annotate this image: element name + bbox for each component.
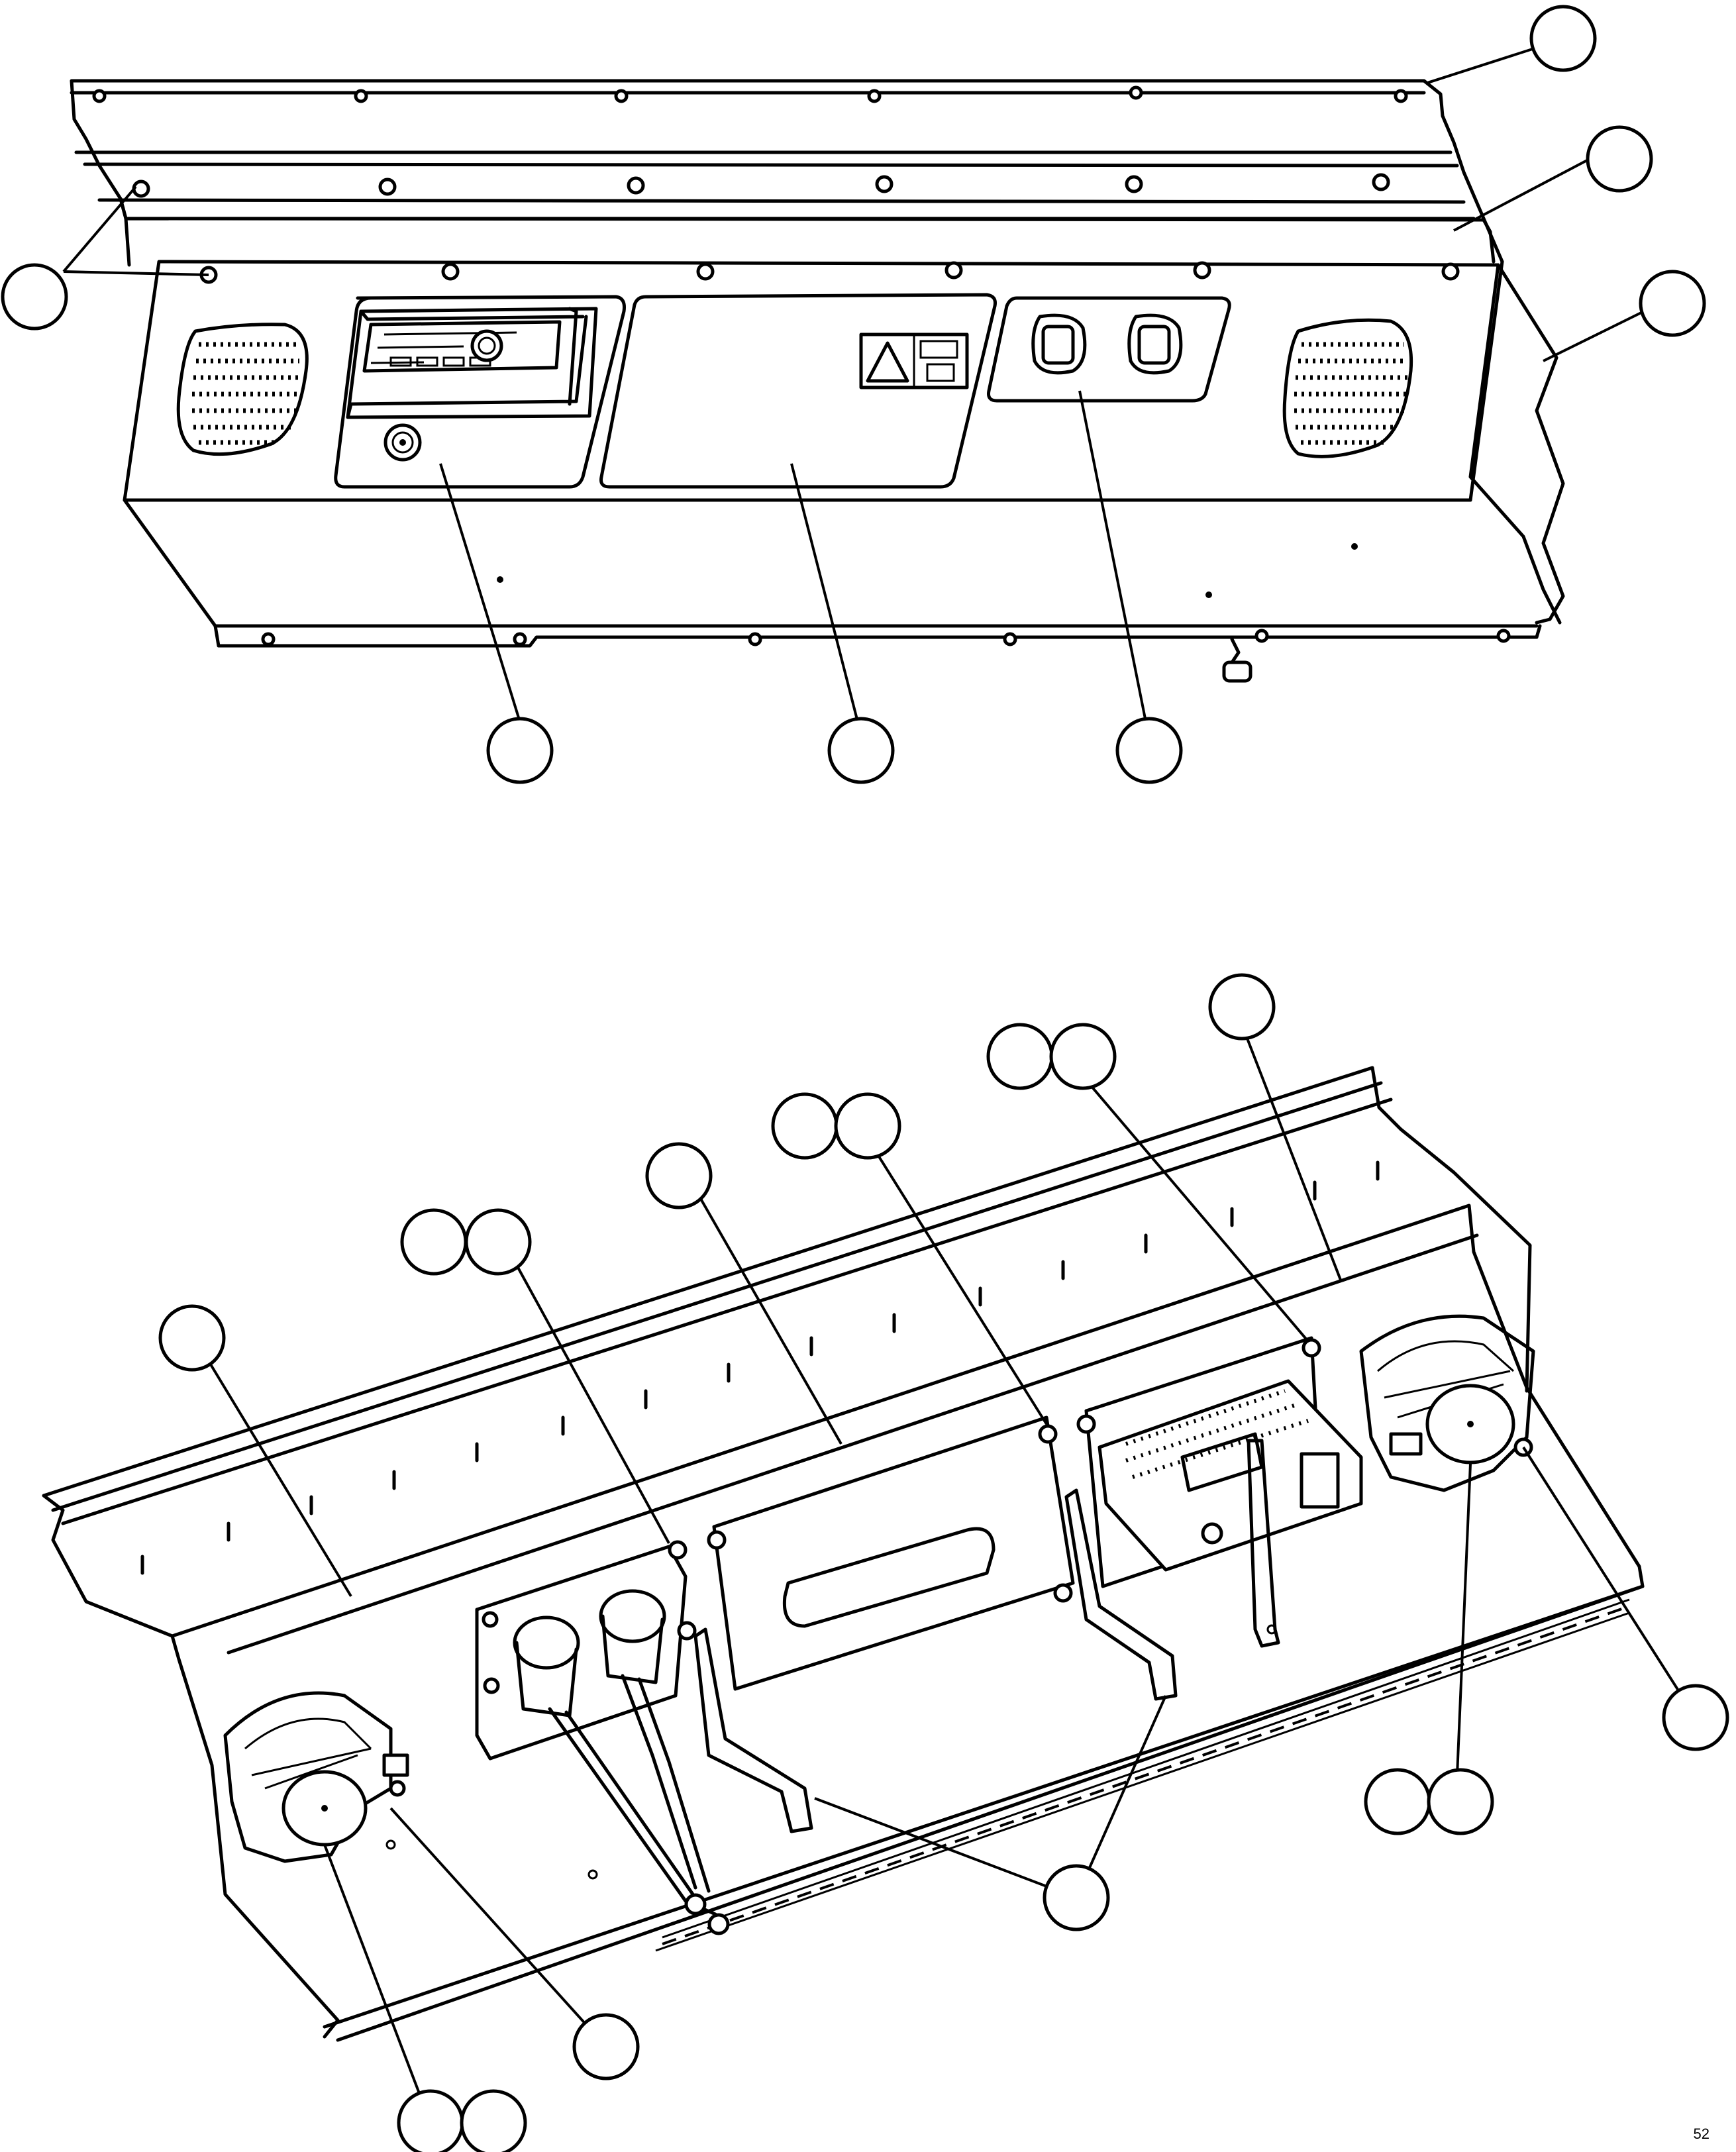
upper-screws: [92, 85, 1511, 646]
callout-balloon: [827, 717, 895, 784]
callout-balloon: [1639, 270, 1706, 337]
hinge: [655, 1598, 1630, 1952]
rocker-switch-left-icon: [1031, 313, 1087, 375]
speaker-grille-left: [176, 323, 309, 456]
radio-panel: [334, 295, 626, 489]
callout-balloon: [1427, 1768, 1494, 1835]
figure-number: 52: [1693, 2126, 1710, 2142]
right-side-panel: [1496, 263, 1565, 625]
rocker-switch-right-icon: [1127, 313, 1183, 375]
callout-balloon: [1049, 1023, 1117, 1090]
cover-plate-with-handle: [712, 1415, 1075, 1691]
callout-balloon: [400, 1208, 468, 1276]
speaker-right: [1359, 1314, 1535, 1492]
antenna-lead: [1222, 637, 1252, 683]
callout-balloon: [771, 1092, 839, 1160]
mounting-studs: [140, 1160, 1380, 1575]
callout-balloon: [645, 1142, 713, 1209]
lower-fasteners: [385, 1338, 1533, 1880]
callout-balloon: [464, 1208, 532, 1276]
callout-balloon: [397, 2089, 464, 2152]
callout-balloon: [834, 1092, 901, 1160]
top-flange: [70, 79, 1504, 264]
speaker-left: [223, 1691, 409, 1863]
aux-jack: [383, 423, 422, 462]
warning-label-icon: [859, 333, 969, 389]
front-face: [123, 260, 1562, 625]
bottom-lip: [123, 498, 1542, 648]
cd-player-chassis: [1084, 1336, 1363, 1648]
console-underside: [170, 1204, 1645, 2042]
callout-balloon: [1529, 5, 1597, 72]
top-flange-edge: [70, 91, 1459, 168]
callout-balloon: [1, 263, 68, 331]
callout-balloon: [1115, 717, 1183, 784]
callout-balloon: [986, 1023, 1054, 1090]
callout-balloon: [460, 2089, 527, 2152]
callout-balloon: [1662, 1684, 1729, 1751]
radio-cd-unit: [346, 307, 598, 419]
upper-console-view: [1, 5, 1706, 784]
callout-balloon: [486, 717, 554, 784]
rocker-switch-panel: [987, 296, 1231, 403]
callout-balloon: [1586, 125, 1653, 193]
volume-knob-icon: [470, 329, 503, 362]
switch-bodies: [475, 1545, 730, 1935]
callout-balloon: [158, 1304, 226, 1372]
mounting-brackets: [693, 1488, 1178, 1833]
callout-balloon: [572, 2013, 640, 2080]
callout-balloon: [1208, 973, 1276, 1041]
connector-icon: [1300, 1452, 1340, 1509]
warning-label-panel: [599, 293, 997, 489]
callout-balloon: [1043, 1864, 1110, 1931]
callout-balloon: [1364, 1768, 1431, 1835]
lower-top-flange: [42, 1066, 1532, 1638]
lower-console-view: [42, 973, 1729, 2152]
speaker-grille-right: [1282, 318, 1413, 458]
front-rail: [97, 197, 1496, 267]
